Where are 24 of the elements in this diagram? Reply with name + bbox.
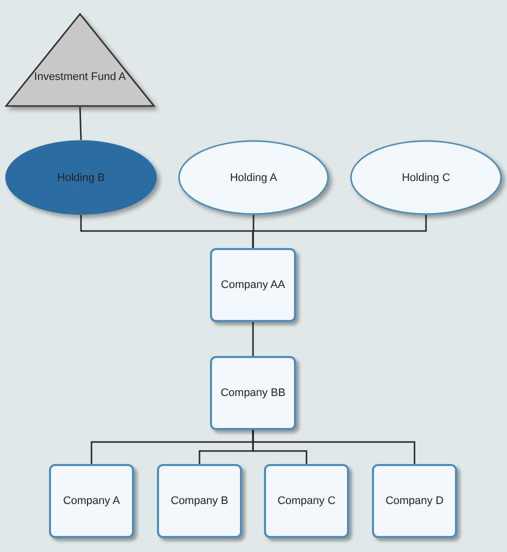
connector-line bbox=[79, 106, 82, 140]
connector-line bbox=[252, 322, 254, 356]
ellipse-node bbox=[350, 140, 502, 215]
node-label: Company C bbox=[277, 495, 336, 507]
company-box bbox=[210, 356, 296, 430]
company-box bbox=[157, 464, 242, 538]
company-box bbox=[210, 248, 296, 322]
node-label: Company D bbox=[385, 495, 444, 507]
node-label: Company AA bbox=[220, 279, 286, 291]
node-label: Holding B bbox=[57, 172, 105, 184]
connector-line bbox=[252, 430, 416, 464]
node-label: Company B bbox=[170, 495, 228, 507]
node-label: Investment Fund A bbox=[34, 71, 126, 83]
node-label: Company BB bbox=[220, 387, 286, 399]
ellipse-node bbox=[5, 140, 157, 215]
node-label: Company A bbox=[63, 495, 120, 507]
connector-line bbox=[252, 215, 427, 248]
node-label: Holding A bbox=[230, 172, 278, 184]
triangle-node bbox=[5, 13, 155, 107]
company-box bbox=[49, 464, 134, 538]
company-box bbox=[264, 464, 349, 538]
ellipse-node bbox=[178, 140, 329, 215]
node-label: Holding C bbox=[402, 172, 450, 184]
company-box bbox=[372, 464, 457, 538]
